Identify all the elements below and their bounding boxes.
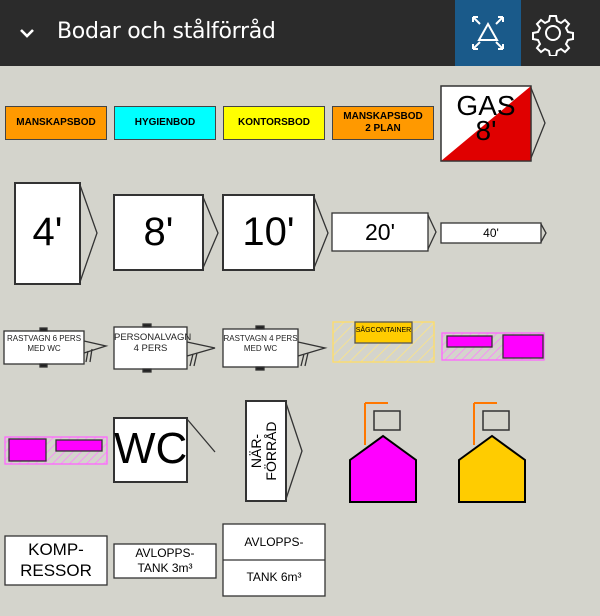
rastvagn-6-trailer[interactable] [3,327,109,368]
fit-view-button[interactable] [455,0,521,66]
item-label: MANSKAPSBOD [16,117,96,128]
header-bar: Bodar och stålförråd [0,0,600,66]
container-8ft-label: 8' [143,210,174,254]
gear-icon[interactable] [530,10,576,56]
item-label: KONTORSBOD [237,117,311,128]
manskapsbod-item[interactable]: MANSKAPSBOD [5,106,107,140]
item-label: MANSKAPSBOD [343,111,423,122]
container-40ft[interactable] [440,222,542,244]
container-4ft[interactable] [14,182,81,285]
container-10ft[interactable] [222,194,315,271]
tent-yellow[interactable] [458,402,526,503]
container-8ft[interactable] [113,194,204,271]
item-label: 2 PLAN [365,123,401,134]
avloppstank-6-label-top: AVLOPPS- [244,535,304,549]
container-20ft-label: 20' [365,219,395,245]
kontorsbod-item[interactable]: KONTORSBOD [223,106,325,140]
container-10ft-label: 10' [242,210,295,254]
storage-area-1[interactable] [441,332,545,361]
chevron-down-icon[interactable] [16,22,38,44]
tent-magenta[interactable] [349,402,417,503]
symbol-canvas [3,85,547,597]
hygienbod-item[interactable]: HYGIENBOD [114,106,216,140]
rastvagn-4-trailer[interactable] [222,325,328,371]
container-4ft-label: 4' [32,210,63,254]
kompressor-label: KOMP-RESSOR [20,540,92,580]
fit-view-icon [472,16,504,50]
avloppstank-3-unit[interactable] [113,543,217,579]
narforrad-label: NÄR- FÖRRÅD [248,421,279,481]
kompressor-unit[interactable] [4,535,108,586]
personalvagn-trailer[interactable] [113,323,216,373]
narforrad-unit[interactable] [245,400,287,502]
container-20ft[interactable] [331,212,429,252]
sagcontainer-label: SÅGCONTAINER [355,327,412,334]
panel-title: Bodar och stålförråd [57,19,276,44]
avloppstank-6-label-bottom: TANK 6m³ [246,570,302,584]
avloppstank-3-label: AVLOPPS-TANK 3m³ [135,546,195,575]
item-label: HYGIENBOD [134,117,196,128]
wc-label: WC [114,424,188,473]
storage-area-2[interactable] [4,436,108,465]
wc-unit[interactable] [113,417,188,483]
container-40ft-label: 40' [483,226,499,240]
